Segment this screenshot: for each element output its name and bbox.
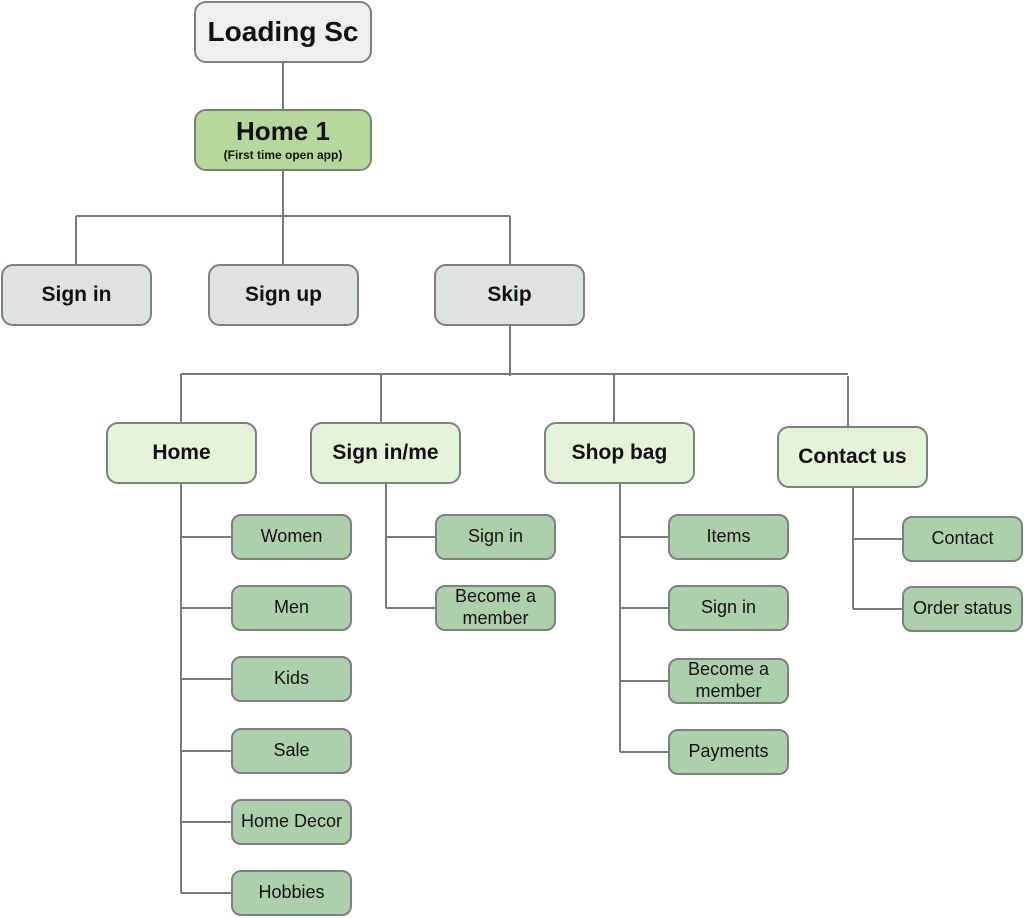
sign-in-me-section-label: Sign in/me [332, 440, 439, 464]
kids-label: Kids [273, 668, 309, 689]
sign-in-me-sign-in-label: Sign in [467, 526, 524, 547]
women-label: Women [260, 526, 323, 547]
items-node: Items [668, 514, 789, 560]
loading-screen-label: Loading Sc [207, 15, 359, 47]
payments-label: Payments [688, 741, 769, 762]
sign-up-label: Sign up [245, 282, 322, 306]
contact-node: Contact [902, 516, 1023, 562]
home-section-label: Home [152, 440, 211, 464]
men-label: Men [273, 597, 309, 618]
sign-in-me-section-node: Sign in/me [310, 422, 461, 484]
order-status-node: Order status [902, 586, 1023, 632]
skip-label: Skip [487, 282, 532, 306]
hobbies-node: Hobbies [231, 870, 352, 916]
loading-screen-node: Loading Sc [194, 1, 372, 63]
shop-bag-section-node: Shop bag [544, 422, 695, 484]
shop-bag-sign-in-label: Sign in [700, 597, 757, 618]
home-decor-label: Home Decor [240, 811, 343, 832]
hobbies-label: Hobbies [258, 882, 325, 903]
home-decor-node: Home Decor [231, 799, 352, 845]
shop-bag-become-member-node: Become a member [668, 658, 789, 704]
sign-in-me-become-member-label: Become a member [454, 586, 537, 628]
sign-in-me-become-member-node: Become a member [435, 585, 556, 631]
payments-node: Payments [668, 729, 789, 775]
home-section-node: Home [106, 422, 257, 484]
shop-bag-section-label: Shop bag [571, 440, 668, 464]
home-1-node: Home 1 (First time open app) [194, 109, 372, 171]
women-node: Women [231, 514, 352, 560]
kids-node: Kids [231, 656, 352, 702]
sign-up-node: Sign up [208, 264, 359, 326]
sale-label: Sale [273, 740, 310, 761]
shop-bag-become-member-label: Become a member [687, 659, 770, 701]
sale-node: Sale [231, 728, 352, 774]
contact-label: Contact [931, 528, 994, 549]
sign-in-label: Sign in [41, 282, 112, 306]
contact-us-section-label: Contact us [798, 444, 907, 468]
order-status-label: Order status [912, 598, 1013, 619]
home-1-subtitle: (First time open app) [223, 148, 343, 163]
sign-in-node: Sign in [1, 264, 152, 326]
home-1-title: Home 1 [236, 116, 330, 147]
contact-us-section-node: Contact us [777, 426, 928, 488]
shop-bag-sign-in-node: Sign in [668, 585, 789, 631]
items-label: Items [706, 526, 751, 547]
men-node: Men [231, 585, 352, 631]
skip-node: Skip [434, 264, 585, 326]
sign-in-me-sign-in-node: Sign in [435, 514, 556, 560]
